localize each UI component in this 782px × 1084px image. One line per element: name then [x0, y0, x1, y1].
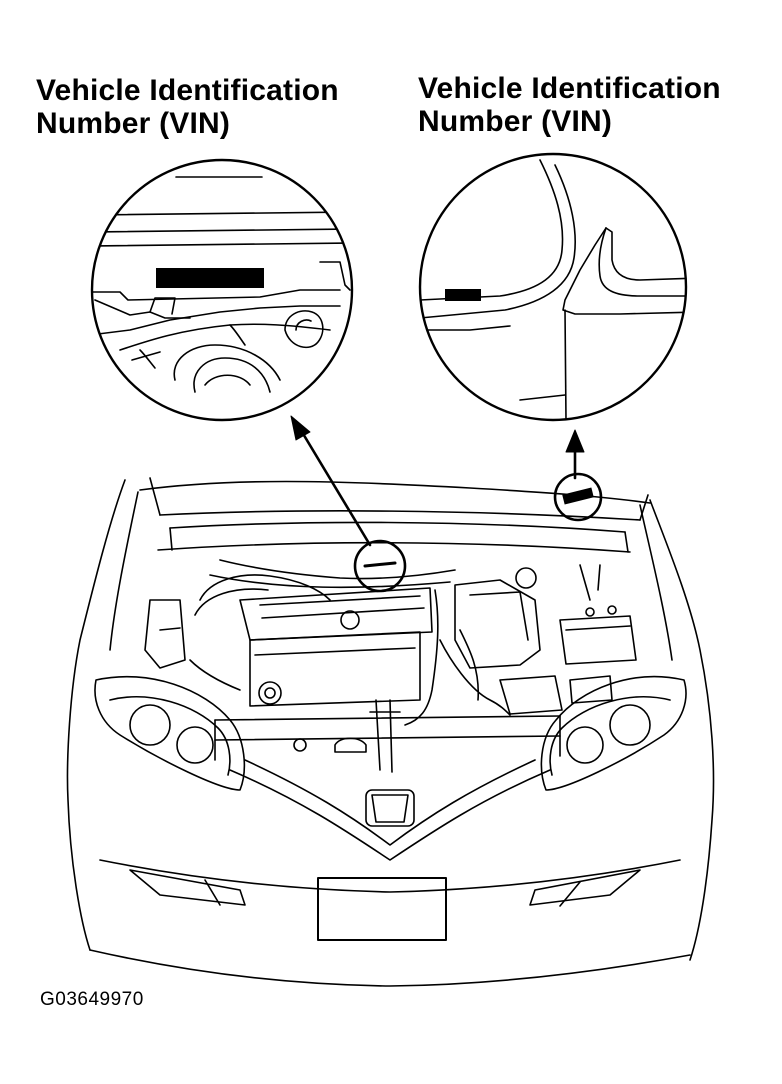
- figure-id: G03649970: [40, 989, 144, 1010]
- arrow-to-windshield-detail: [566, 430, 584, 478]
- vin-location-marker-engine-bay: [355, 541, 405, 591]
- vin-label-engine-bay-line2: Number (VIN): [36, 107, 231, 140]
- vin-plate-engine-bay: [156, 268, 264, 288]
- detail-circle-engine-bay: [90, 160, 352, 420]
- detail-circle-windshield: [420, 154, 700, 420]
- vin-label-windshield-line2: Number (VIN): [418, 105, 613, 138]
- vin-location-marker-windshield: [555, 474, 601, 520]
- vin-label-windshield-line1: Vehicle Identification: [418, 72, 721, 105]
- vin-label-engine-bay-line1: Vehicle Identification: [36, 74, 339, 107]
- vin-plate-windshield: [445, 289, 481, 301]
- car-front-view: [68, 478, 714, 986]
- vin-label-engine-bay: Vehicle Identification Number (VIN): [36, 74, 339, 140]
- arrow-to-engine-bay-detail: [291, 416, 370, 545]
- vin-label-windshield: Vehicle Identification Number (VIN): [418, 72, 721, 138]
